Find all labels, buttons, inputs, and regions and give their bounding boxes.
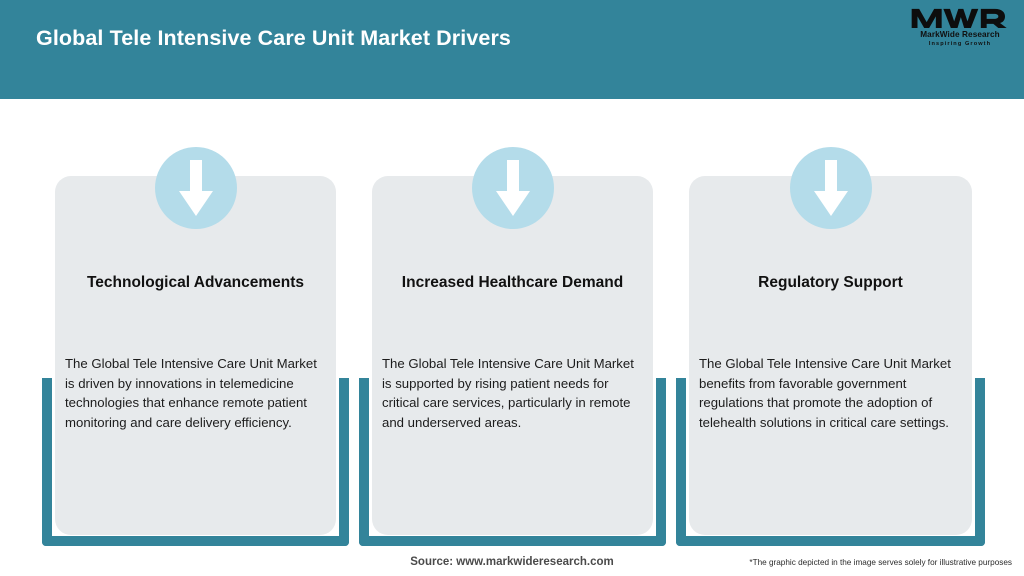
card-surface: Technological Advancements The Global Te… [55,176,336,535]
page-title: Global Tele Intensive Care Unit Market D… [36,26,511,50]
card-title: Technological Advancements [86,274,305,291]
down-arrow-icon [471,147,554,229]
card-frame-accent [42,378,349,546]
down-arrow-glyph [178,160,213,216]
header-band: Global Tele Intensive Care Unit Market D… [0,0,1024,99]
mwr-logo-icon [911,8,1007,29]
down-arrow-icon [154,147,237,229]
card-surface: Increased Healthcare Demand The Global T… [372,176,653,535]
card-frame-accent [359,378,666,546]
disclaimer-note: *The graphic depicted in the image serve… [749,558,1012,567]
card-surface: Regulatory Support The Global Tele Inten… [689,176,972,535]
card-body-text: The Global Tele Intensive Care Unit Mark… [699,356,951,430]
card-frame-accent [676,378,985,546]
logo-company-name: MarkWide Research [920,30,1000,39]
card-body-text: The Global Tele Intensive Care Unit Mark… [65,356,317,430]
down-arrow-icon [789,147,872,229]
card-body-text: The Global Tele Intensive Care Unit Mark… [382,356,634,430]
logo-tagline: Inspiring Growth [928,41,992,47]
card-title: Regulatory Support [758,274,903,291]
brand-logo: MarkWide Research Inspiring Growth [910,7,1010,53]
source-label: Source: www.markwideresearch.com [410,556,614,568]
down-arrow-glyph [813,160,848,216]
down-arrow-glyph [495,160,530,216]
card-title: Increased Healthcare Demand [401,274,624,291]
